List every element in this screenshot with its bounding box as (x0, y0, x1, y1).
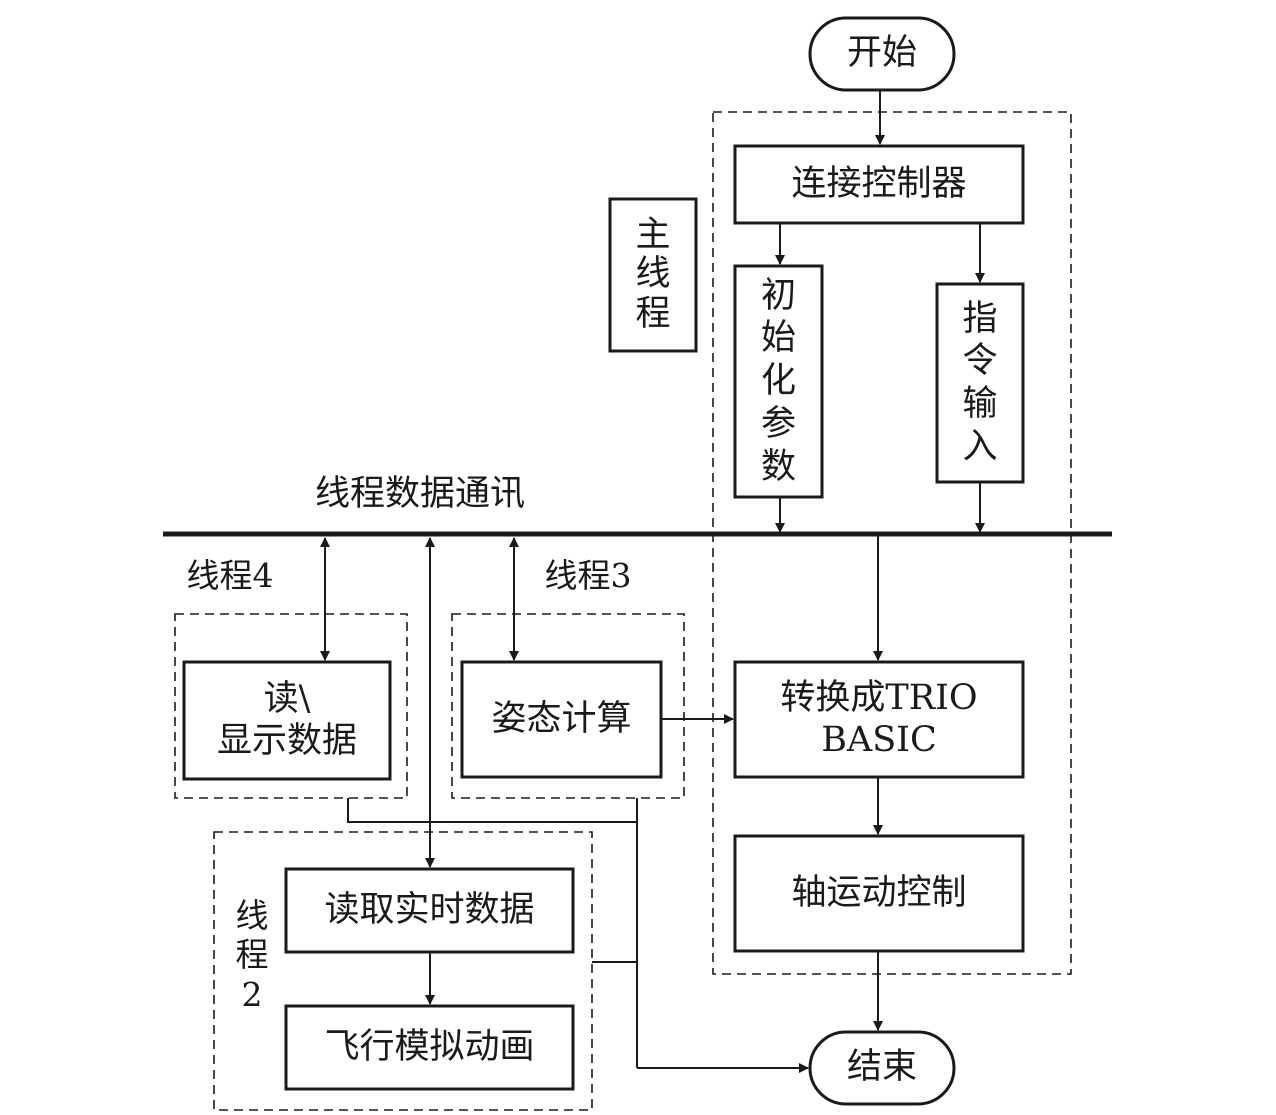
convert-label: 转换成TRIO BASIC (780, 678, 978, 760)
flight-anim-box (284, 1004, 575, 1091)
start-label: 开始 (846, 33, 917, 74)
init-params-box (733, 264, 824, 499)
end-label: 结束 (846, 1047, 917, 1088)
attitude-calc-label: 姿态计算 (491, 698, 632, 739)
read-display-label: 读\ 显示数据 (216, 679, 357, 761)
thread4-group (174, 613, 408, 799)
attitude-calc-box (460, 660, 663, 779)
cmd-input-label: 指 令 输 入 (962, 298, 998, 467)
flight-anim-label: 飞行模拟动画 (324, 1026, 535, 1067)
read-display-box (182, 660, 392, 781)
main-thread-group (712, 111, 1072, 975)
thread2-label: 线 程 2 (235, 895, 269, 1014)
end-terminal (808, 1030, 956, 1106)
line-thread4-collector (347, 798, 637, 823)
read-realtime-label: 读取实时数据 (324, 889, 535, 930)
bus-label: 线程数据通讯 (314, 474, 525, 515)
connect-label: 连接控制器 (791, 163, 967, 204)
thread3-group (451, 613, 685, 799)
cmd-input-box (935, 282, 1025, 484)
thread2-group (213, 831, 593, 1111)
thread4-label: 线程4 (186, 555, 274, 595)
convert-box (733, 660, 1025, 779)
start-terminal (808, 16, 956, 92)
main-thread-label: 主 线 程 (635, 215, 671, 334)
init-params-label: 初 始 化 参 数 (760, 275, 796, 487)
thread3-label: 线程3 (544, 555, 632, 595)
connect-box (733, 144, 1025, 225)
read-realtime-box (284, 867, 575, 954)
main-thread-box (608, 197, 698, 353)
axis-control-label: 轴运动控制 (791, 872, 967, 913)
